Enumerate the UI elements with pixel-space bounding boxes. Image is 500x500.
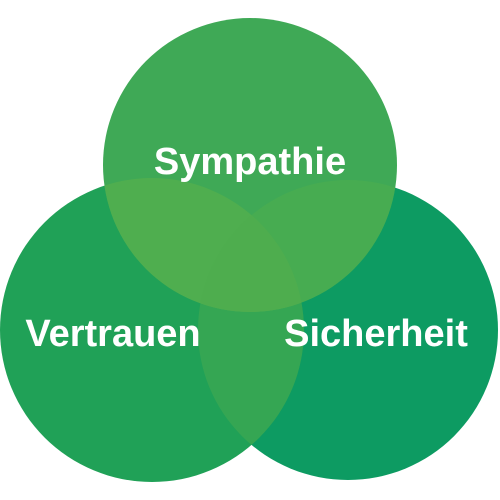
label-vertrauen: Vertrauen: [25, 313, 200, 355]
overlap-regions: [103, 178, 397, 480]
overlap-sympathie-sicherheit: [198, 180, 397, 312]
label-sicherheit: Sicherheit: [284, 313, 468, 355]
label-sympathie: Sympathie: [154, 141, 346, 183]
overlap-vertrauen-sicherheit: [198, 180, 304, 480]
